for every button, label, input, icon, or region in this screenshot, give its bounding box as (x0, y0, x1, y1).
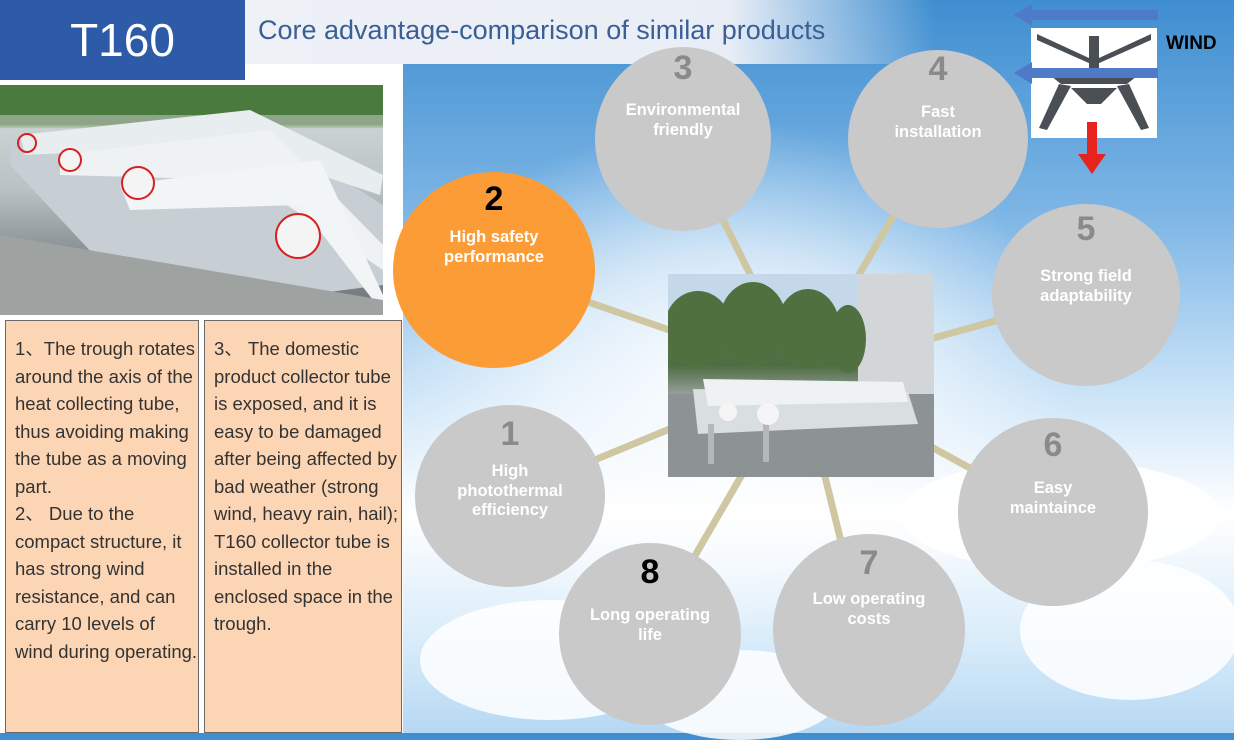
advantage-number: 3 (673, 49, 693, 87)
wind-arrow-middle (1014, 62, 1158, 84)
paragraph: 3、 The domestic product collector tube i… (214, 338, 399, 634)
advantage-label: Low operating costs (812, 590, 926, 628)
advantage-circle-8: 8 Long operating life (559, 543, 741, 725)
paragraph: 1、The trough rotates around the axis of … (15, 338, 195, 497)
advantage-label: Fast installation (894, 103, 982, 141)
advantage-label: Strong field adaptability (1040, 267, 1132, 305)
wind-arrow-top (1014, 4, 1158, 26)
paragraph: 2、 Due to the compact structure, it has … (15, 503, 198, 662)
advantage-number: 1 (500, 415, 520, 453)
advantage-number: 5 (1076, 210, 1096, 248)
advantage-circle-1: 1 High photothermal efficiency (415, 405, 605, 587)
advantage-number: 2 (484, 180, 504, 218)
advantage-label: High photothermal efficiency (457, 462, 563, 519)
wind-label: WIND (1166, 33, 1217, 54)
advantage-circle-7: 7 Low operating costs (773, 534, 965, 726)
trough-illustration (0, 85, 383, 315)
page-title: T160 (70, 14, 175, 66)
title-box: T160 (0, 0, 245, 80)
trough-field-illustration (668, 274, 934, 477)
advantage-circle-3: 3 Environmental friendly (595, 47, 771, 231)
advantage-circle-6: 6 Easy maintaince (958, 418, 1148, 606)
advantage-circle-5: 5 Strong field adaptability (992, 204, 1180, 386)
advantage-label: Long operating life (589, 606, 711, 644)
center-product-photo (668, 274, 934, 477)
page-subtitle: Core advantage-comparison of similar pro… (258, 15, 826, 45)
advantage-label: High safety performance (444, 228, 544, 266)
product-photo (0, 85, 383, 315)
wind-arrows (1014, 4, 1158, 174)
wind-diagram (1031, 28, 1157, 138)
wind-structure-icon (1037, 34, 1151, 130)
advantage-number: 7 (859, 544, 879, 582)
text-column-1: 1、The trough rotates around the axis of … (5, 320, 199, 733)
advantage-number: 4 (928, 50, 948, 88)
advantage-circle-2: 2 High safety performance (393, 172, 595, 368)
advantage-number: 8 (640, 553, 660, 591)
arrow-down-icon (1078, 122, 1106, 174)
advantage-circle-4: 4 Fast installation (848, 50, 1028, 228)
advantage-label: Environmental friendly (625, 101, 741, 139)
advantage-label: Easy maintaince (1009, 479, 1097, 517)
advantage-number: 6 (1043, 426, 1063, 464)
text-column-2: 3、 The domestic product collector tube i… (204, 320, 402, 733)
subtitle-bar (245, 0, 935, 64)
